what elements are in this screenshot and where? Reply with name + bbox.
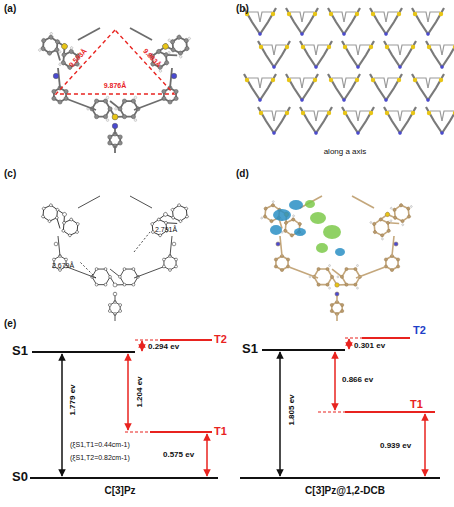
molecule-a <box>35 28 196 153</box>
panel-letter: (b) <box>236 3 249 14</box>
energy-level <box>262 349 345 351</box>
energy-level <box>240 477 440 479</box>
molecule-unit <box>38 200 84 239</box>
contact-line <box>80 262 96 278</box>
state-label: T2 <box>214 333 227 345</box>
panel-letter: (a) <box>4 3 16 14</box>
energy-gap: 0.866 ev <box>342 376 373 385</box>
molecule-d <box>258 196 418 321</box>
energy-level <box>150 431 212 433</box>
distance-label: 9.876Å <box>104 82 127 90</box>
state-label: T2 <box>413 324 426 336</box>
molecule-c <box>38 196 192 321</box>
energy-arrow <box>279 352 281 476</box>
energy-level <box>135 339 160 340</box>
orbital-lobe <box>310 212 326 224</box>
orbital-lobe <box>323 225 341 239</box>
contact-line <box>134 232 150 252</box>
energy-gap: 1.805 ev <box>288 394 297 425</box>
crystal-packing <box>244 8 454 135</box>
energy-level <box>345 337 362 338</box>
energy-gap: 1.204 ev <box>136 376 145 407</box>
energy-gap: 0.301 ev <box>354 342 385 351</box>
molecule-unit <box>258 199 309 244</box>
energy-gap: 0.575 ev <box>163 451 194 460</box>
orbital-lobe <box>294 228 306 236</box>
energy-arrow <box>424 414 426 476</box>
state-label: S1 <box>242 342 258 356</box>
panel-letter: (d) <box>236 168 249 179</box>
energy-arrow <box>348 339 350 349</box>
distance-label: 9.883Å <box>141 47 162 69</box>
state-label: S1 <box>12 344 28 358</box>
molecule-unit <box>367 197 418 242</box>
energy-level <box>30 477 218 479</box>
energy-level <box>125 431 150 432</box>
distance-triangle <box>56 30 174 94</box>
energy-gap: 1.779 ev <box>69 384 78 415</box>
soc-constant: (ξS1,T1=0.44cm-1) <box>70 441 130 449</box>
orbital-lobe <box>273 209 291 221</box>
energy-arrow <box>61 354 63 476</box>
energy-level <box>318 411 345 412</box>
energy-arrow <box>127 354 129 430</box>
state-label: T1 <box>410 398 423 410</box>
energy-gap: 0.294 ev <box>148 343 179 352</box>
energy-arrow <box>141 341 143 351</box>
panel-letter: (e) <box>4 318 16 329</box>
molecule-unit <box>146 200 192 239</box>
orbital-lobe <box>316 243 328 253</box>
diagram-caption: C[3]Pz <box>104 485 135 496</box>
orbital-lobe <box>270 225 282 235</box>
energy-arrow <box>206 434 208 476</box>
energy-level <box>160 339 212 341</box>
panel-letter: (c) <box>4 168 16 179</box>
energy-level <box>362 337 410 339</box>
molecule-unit <box>91 268 140 287</box>
orbital-lobe <box>289 200 303 210</box>
molecule-unit <box>145 29 197 75</box>
orbital-lobe <box>305 200 315 208</box>
soc-constant: (ξS1,T2=0.82cm-1) <box>70 454 130 462</box>
diagram-caption: C[3]Pz@1,2-DCB <box>305 485 385 496</box>
state-label: T1 <box>214 425 227 437</box>
energy-arrow <box>334 352 336 410</box>
state-label: S0 <box>12 470 28 484</box>
distance-label: 9.593Å <box>67 47 88 69</box>
orbital-lobe <box>335 248 345 256</box>
energy-level <box>345 411 435 413</box>
energy-level <box>32 351 135 353</box>
distance-label: 2.791Å <box>155 226 177 234</box>
axis-caption: along a axis <box>324 148 367 157</box>
distance-label: 2.679Å <box>52 262 74 270</box>
energy-gap: 0.939 ev <box>380 442 411 451</box>
